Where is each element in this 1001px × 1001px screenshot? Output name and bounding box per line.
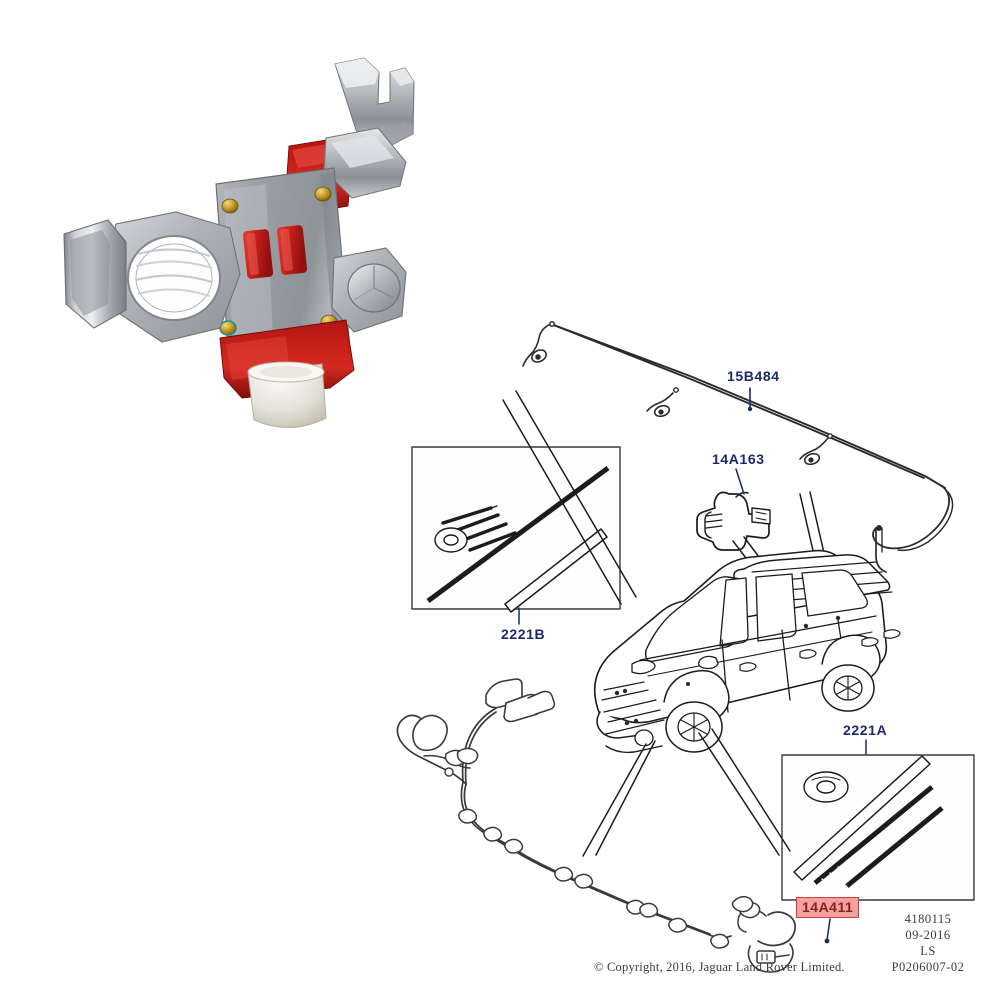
kit-box-2221B-contents <box>426 465 610 613</box>
part-label-15B484[interactable]: 15B484 <box>727 368 780 384</box>
photo-bolt-boss <box>331 247 407 333</box>
copyright-notice: © Copyright, 2016, Jaguar Land Rover Lim… <box>594 960 845 974</box>
meta-line-page-reference: P0206007-02 <box>891 960 965 974</box>
leader-lines-2221B <box>502 390 637 605</box>
kit-box-2221A-contents <box>793 755 944 888</box>
part-label-14A163[interactable]: 14A163 <box>712 451 765 467</box>
leader-lines-2221A <box>698 728 791 856</box>
meta-line-date: 09-2016 <box>905 928 951 942</box>
drawing-meta-block: 4180115 09-2016 LS P0206007-02 <box>868 911 988 975</box>
kit-box-2221B-frame <box>411 446 621 610</box>
photo-white-plug <box>247 361 327 429</box>
meta-line-model-code: LS <box>920 944 936 958</box>
photo-red-windows <box>242 225 308 279</box>
antenna-cable-15B484 <box>522 321 954 573</box>
battery-terminal-photo <box>34 42 454 442</box>
photo-terminal-ring <box>63 211 241 343</box>
meta-line-drawing-number: 4180115 <box>904 912 952 926</box>
part-label-2221A[interactable]: 2221A <box>843 722 888 738</box>
leader-lines-front-harness <box>582 740 656 857</box>
connector-14A163 <box>696 468 771 551</box>
vehicle-illustration <box>593 549 901 754</box>
part-label-14A411-highlighted[interactable]: 14A411 <box>796 897 860 918</box>
part-label-2221B[interactable]: 2221B <box>501 626 546 642</box>
wiring-harness-14A411 <box>396 678 831 973</box>
